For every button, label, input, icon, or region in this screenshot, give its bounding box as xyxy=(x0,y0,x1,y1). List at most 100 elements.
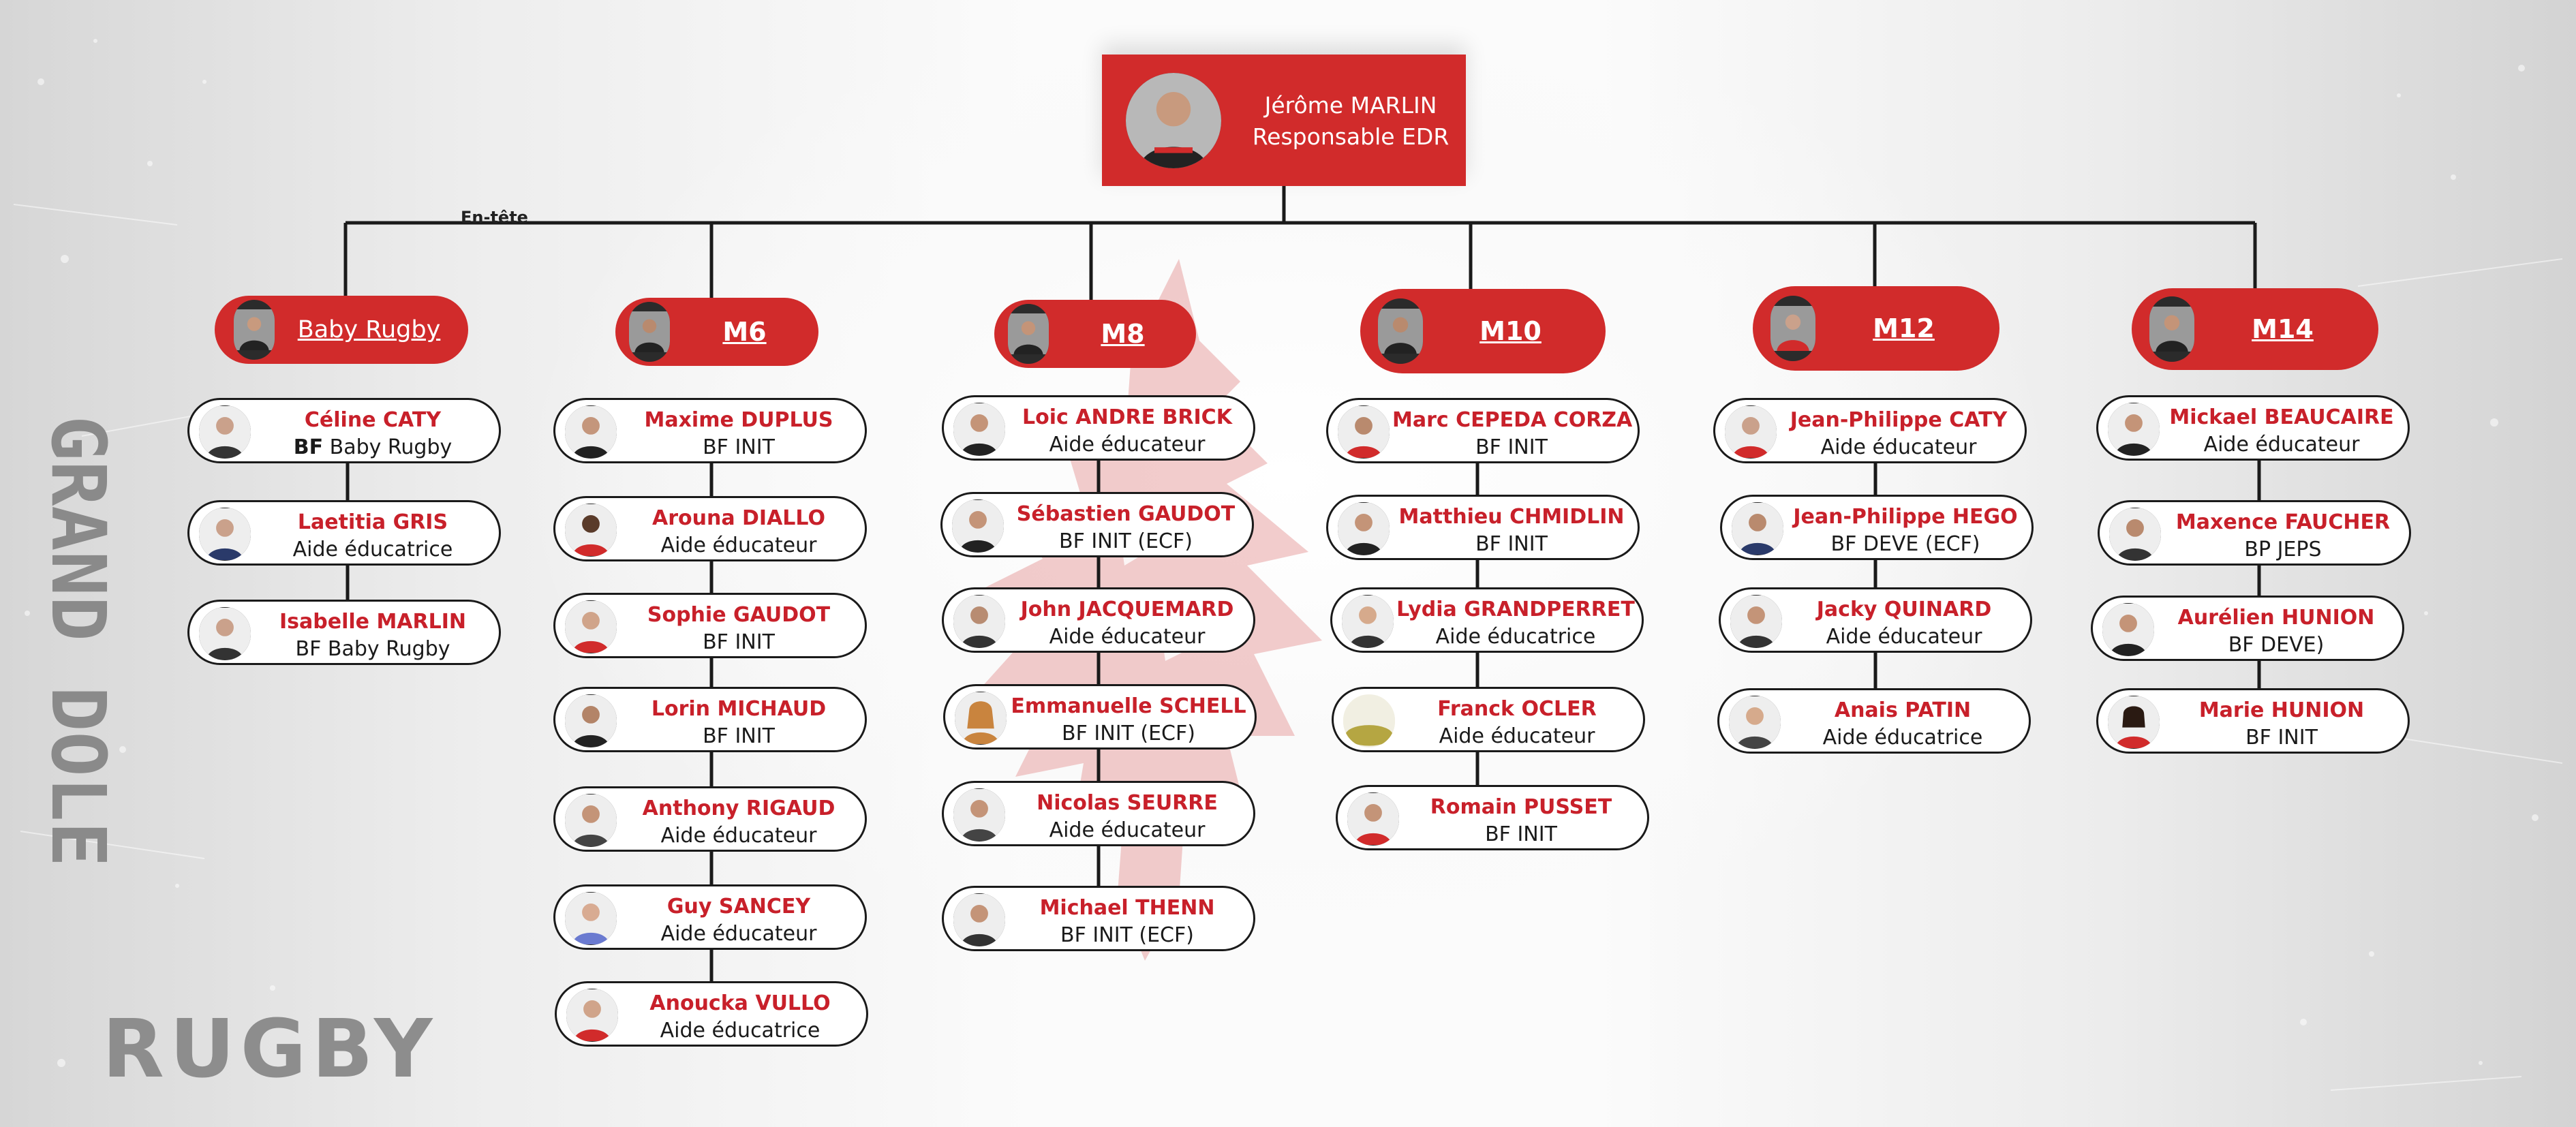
person-photo-icon xyxy=(2102,603,2154,656)
member-card[interactable]: Laetitia GRIS Aide éducatrice xyxy=(187,500,501,566)
member-name: Anoucka VULLO xyxy=(649,991,831,1015)
person-photo-icon xyxy=(1732,502,1783,555)
member-role: Aide éducateur xyxy=(1049,818,1206,842)
group-label: M12 xyxy=(1873,313,1935,343)
group-label: Baby Rugby xyxy=(297,316,441,343)
member-name: Lorin MICHAUD xyxy=(651,697,827,721)
member-card[interactable]: Anoucka VULLO Aide éducatrice xyxy=(555,981,868,1047)
member-name: Nicolas SEURRE xyxy=(1037,791,1218,815)
member-name: Loic ANDRE BRICK xyxy=(1022,405,1232,429)
person-photo-icon xyxy=(565,405,617,459)
member-role: BF INIT xyxy=(1475,532,1548,556)
member-role: Aide éducatrice xyxy=(1822,726,1983,750)
member-name: Matthieu CHMIDLIN xyxy=(1398,505,1625,529)
group-header-m8[interactable]: M8 xyxy=(994,300,1196,368)
group-header-m6[interactable]: M6 xyxy=(615,298,818,366)
person-photo-icon xyxy=(2149,296,2194,362)
group-header-baby-rugby[interactable]: Baby Rugby xyxy=(215,296,468,364)
member-name: Laetitia GRIS xyxy=(297,510,448,534)
person-photo-icon xyxy=(1126,73,1221,168)
member-card[interactable]: Michael THENN BF INIT (ECF) xyxy=(942,886,1255,951)
member-name: Maxence FAUCHER xyxy=(2175,510,2391,534)
member-card[interactable]: Matthieu CHMIDLIN BF INIT xyxy=(1326,495,1640,560)
member-role: BF INIT xyxy=(1475,435,1548,459)
member-card[interactable]: Loic ANDRE BRICK Aide éducateur xyxy=(942,395,1255,461)
member-role: Aide éducateur xyxy=(1049,433,1206,457)
person-photo-icon xyxy=(199,508,251,561)
person-photo-icon xyxy=(953,893,1005,946)
member-role: BF INIT (ECF) xyxy=(1062,722,1195,745)
member-role: BF INIT xyxy=(703,435,775,459)
person-photo-icon xyxy=(1343,694,1395,747)
group-label: M10 xyxy=(1479,316,1542,346)
member-name: Guy SANCEY xyxy=(666,895,811,918)
member-name: Jacky QUINARD xyxy=(1816,598,1992,621)
group-header-m12[interactable]: M12 xyxy=(1753,286,1999,371)
member-role-prefix: BF xyxy=(293,435,324,459)
group-header-m14[interactable]: M14 xyxy=(2132,288,2378,370)
person-photo-icon xyxy=(1725,405,1777,459)
member-role: BF INIT xyxy=(1485,822,1557,846)
head-role: Responsable EDR xyxy=(1252,123,1450,150)
group-header-m10[interactable]: M10 xyxy=(1360,289,1606,373)
person-photo-icon xyxy=(953,595,1005,648)
member-role: BF INIT xyxy=(2245,726,2318,750)
member-role: Aide éducatrice xyxy=(660,1019,821,1043)
person-photo-icon xyxy=(234,300,275,360)
member-card[interactable]: Anais PATIN Aide éducatrice xyxy=(1717,688,2031,754)
member-name: Sophie GAUDOT xyxy=(647,603,831,627)
member-name: Lydia GRANDPERRET xyxy=(1396,598,1635,621)
member-name: Aurélien HUNION xyxy=(2177,606,2375,630)
person-photo-icon xyxy=(1347,792,1399,846)
person-photo-icon xyxy=(2108,696,2160,749)
head-coach-box: Jérôme MARLIN Responsable EDR xyxy=(1102,55,1466,186)
head-name: Jérôme MARLIN xyxy=(1264,92,1437,119)
person-photo-icon xyxy=(1730,595,1782,648)
person-photo-icon xyxy=(566,989,618,1042)
member-card[interactable]: Sophie GAUDOT BF INIT xyxy=(553,593,867,658)
person-photo-icon xyxy=(2109,508,2161,561)
person-photo-icon xyxy=(955,692,1007,745)
person-photo-icon xyxy=(565,694,617,747)
person-photo-icon xyxy=(2108,403,2160,456)
member-role: Baby Rugby xyxy=(329,435,453,459)
person-photo-icon xyxy=(953,403,1005,456)
member-name: Anais PATIN xyxy=(1834,698,1972,722)
member-name: Anthony RIGAUD xyxy=(642,797,835,820)
member-name: Mickael BEAUCAIRE xyxy=(2169,405,2394,429)
person-photo-icon xyxy=(1378,298,1423,364)
person-photo-icon xyxy=(629,302,670,362)
person-photo-icon xyxy=(565,794,617,847)
person-photo-icon xyxy=(1770,296,1815,361)
member-role: BF INIT xyxy=(703,630,775,654)
group-label: M6 xyxy=(722,317,767,347)
member-role: Aide éducatrice xyxy=(292,538,453,561)
member-name: Michael THENN xyxy=(1039,896,1215,920)
member-role: BF INIT (ECF) xyxy=(1060,923,1194,947)
person-photo-icon xyxy=(565,504,617,557)
member-name: Jean-Philippe HEGO xyxy=(1793,505,2018,529)
member-card[interactable]: Nicolas SEURRE Aide éducateur xyxy=(942,781,1255,846)
person-photo-icon xyxy=(565,600,617,653)
